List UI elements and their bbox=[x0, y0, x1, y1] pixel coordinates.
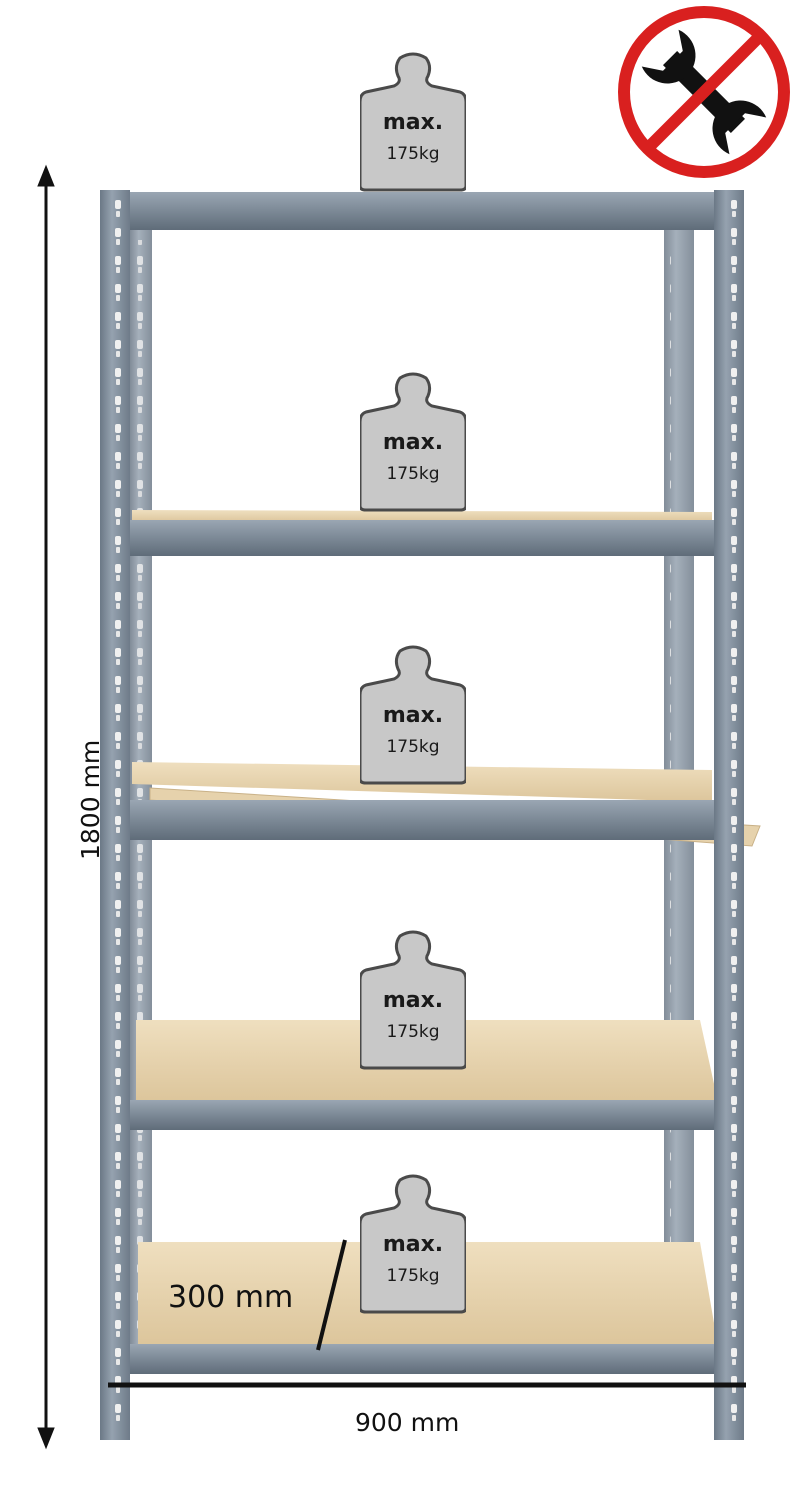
weight-icon bbox=[360, 930, 466, 1070]
weight-1: max. 175kg bbox=[360, 52, 466, 192]
weight-icon bbox=[360, 52, 466, 192]
weight-icon bbox=[360, 645, 466, 785]
no-tools-icon bbox=[618, 6, 790, 178]
weight-icon bbox=[360, 1174, 466, 1314]
width-dimension-label: 900 mm bbox=[355, 1408, 460, 1437]
weight-max-label: max. bbox=[382, 110, 444, 135]
weight-load-label: 175kg bbox=[386, 144, 440, 164]
front-posts bbox=[100, 190, 744, 1440]
weight-2: max. 175kg bbox=[360, 372, 466, 512]
weight-3: max. 175kg bbox=[360, 645, 466, 785]
weight-max-label: max. bbox=[382, 703, 444, 728]
weight-max-label: max. bbox=[382, 1232, 444, 1257]
weight-4: max. 175kg bbox=[360, 930, 466, 1070]
height-dimension-label: 1800 mm bbox=[76, 739, 105, 860]
weight-load-label: 175kg bbox=[386, 737, 440, 757]
weight-load-label: 175kg bbox=[386, 1266, 440, 1286]
depth-dimension-label: 300 mm bbox=[168, 1280, 294, 1315]
weight-5: max. 175kg bbox=[360, 1174, 466, 1314]
weight-max-label: max. bbox=[382, 988, 444, 1013]
weight-load-label: 175kg bbox=[386, 464, 440, 484]
weight-icon bbox=[360, 372, 466, 512]
shelf-beams bbox=[104, 192, 740, 1374]
weight-max-label: max. bbox=[382, 430, 444, 455]
dimension-lines bbox=[37, 164, 746, 1450]
weight-load-label: 175kg bbox=[386, 1022, 440, 1042]
